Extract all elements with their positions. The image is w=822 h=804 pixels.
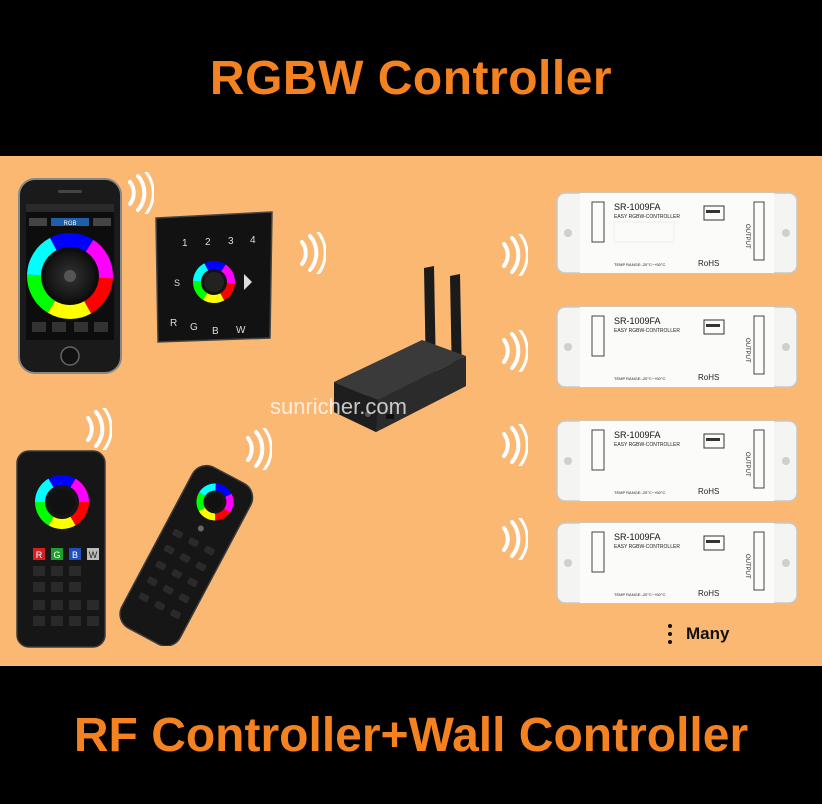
- controller-rohs: RoHS: [698, 373, 719, 382]
- vertical-ellipsis-icon: [668, 624, 672, 644]
- controller-subtitle: EASY RGBW-CONTROLLER: [614, 544, 680, 550]
- controller-model: SR-1009FA: [614, 316, 661, 326]
- wifi-signal-icon: [502, 518, 528, 560]
- rf-receiver-image: [334, 266, 466, 432]
- wifi-signal-icon: [300, 232, 326, 274]
- led-controller-module: SR-1009FA EASY RGBW-CONTROLLER RoHS TEMP…: [556, 306, 798, 388]
- channel-b-label: B: [212, 326, 219, 337]
- led-controller-module: SR-1009FA EASY RGBW-CONTROLLER RoHS TEMP…: [556, 192, 798, 274]
- controller-temp-range: TEMP RANGE:-20°C~+50°C: [614, 490, 665, 495]
- smartphone-image: RGB: [18, 178, 122, 374]
- zone-1-label: 1: [182, 238, 188, 249]
- controller-temp-range: TEMP RANGE:-20°C~+50°C: [614, 592, 665, 597]
- controller-model: SR-1009FA: [614, 202, 661, 212]
- page-title: RGBW Controller: [209, 51, 613, 105]
- remote-key-g: G: [53, 550, 60, 560]
- wifi-signal-icon: [246, 428, 272, 470]
- remote-key-w: W: [89, 550, 98, 560]
- wall-panel-image: 1 2 3 4 S R G B W: [155, 211, 273, 343]
- led-controller-module: SR-1009FA EASY RGBW-CONTROLLER RoHS TEMP…: [556, 522, 798, 604]
- footer-title: RF Controller+Wall Controller: [73, 708, 749, 762]
- zone-3-label: 3: [228, 236, 234, 247]
- footer-bar: RF Controller+Wall Controller: [0, 666, 822, 804]
- controller-rohs: RoHS: [698, 487, 719, 496]
- controller-output-label: OUTPUT: [744, 452, 750, 477]
- scene-s-label: S: [174, 278, 180, 288]
- channel-g-label: G: [190, 322, 198, 333]
- watermark: sunricher.com: [270, 394, 407, 419]
- channel-w-label: W: [236, 325, 246, 336]
- controller-output-label: OUTPUT: [744, 338, 750, 363]
- controller-model: SR-1009FA: [614, 532, 661, 542]
- controller-subtitle: EASY RGBW-CONTROLLER: [614, 442, 680, 448]
- controller-output-label: OUTPUT: [744, 554, 750, 579]
- many-indicator: Many: [668, 624, 729, 644]
- wifi-signal-icon: [128, 172, 154, 214]
- remote-key-b: B: [72, 550, 78, 560]
- wifi-signal-icon: [502, 234, 528, 276]
- wifi-signal-icon: [502, 424, 528, 466]
- controller-temp-range: TEMP RANGE:-20°C~+50°C: [614, 262, 665, 267]
- slim-remote-image: [119, 464, 254, 646]
- handheld-remote-image: R G B W: [16, 450, 106, 648]
- channel-r-label: R: [170, 318, 177, 329]
- controller-subtitle: EASY RGBW-CONTROLLER: [614, 214, 680, 220]
- remote-key-r: R: [36, 550, 43, 560]
- header-bar: RGBW Controller: [0, 0, 822, 156]
- product-scene: RGB 1 2 3 4: [0, 156, 822, 666]
- phone-mode-label: RGB: [63, 221, 76, 227]
- wifi-signal-icon: [502, 330, 528, 372]
- wifi-signal-icon: [86, 408, 112, 450]
- controller-subtitle: EASY RGBW-CONTROLLER: [614, 328, 680, 334]
- many-label: Many: [686, 624, 730, 643]
- controller-rohs: RoHS: [698, 589, 719, 598]
- controller-temp-range: TEMP RANGE:-20°C~+50°C: [614, 376, 665, 381]
- controller-output-label: OUTPUT: [744, 224, 750, 249]
- controller-rohs: RoHS: [698, 259, 719, 268]
- controller-model: SR-1009FA: [614, 430, 661, 440]
- zone-2-label: 2: [205, 237, 211, 248]
- led-controller-module: SR-1009FA EASY RGBW-CONTROLLER RoHS TEMP…: [556, 420, 798, 502]
- zone-4-label: 4: [250, 235, 256, 246]
